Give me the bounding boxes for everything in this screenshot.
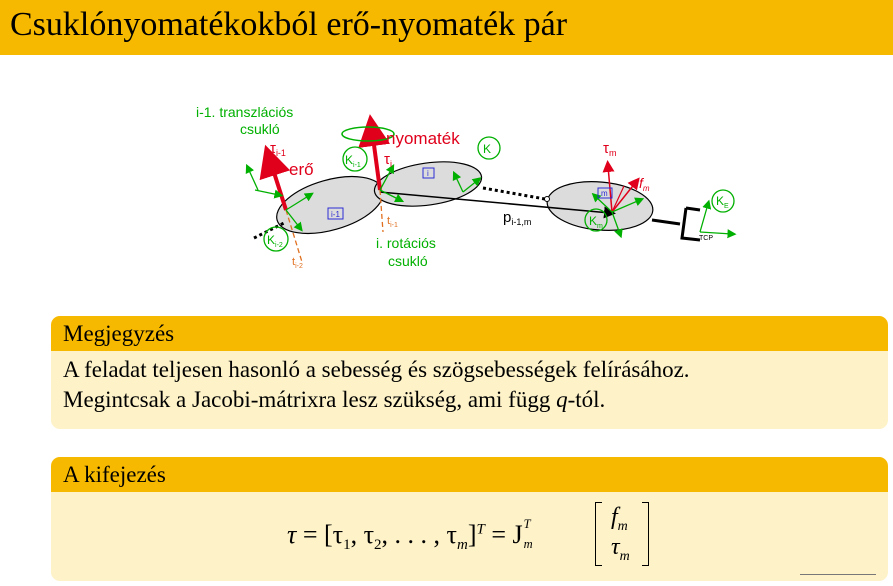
svg-text:Km: Km <box>589 214 603 230</box>
expression-block: A kifejezés <box>51 457 888 581</box>
svg-text:τi: τi <box>384 151 392 169</box>
note-line-1: A feladat teljesen hasonló a sebesség és… <box>63 357 690 382</box>
tcp-label: TCP <box>699 235 713 242</box>
tau-i-label: τ <box>384 151 390 168</box>
tau-m-sub: m <box>609 148 617 158</box>
k-m-sub: m <box>597 223 603 230</box>
t-prev2-label: t <box>292 256 295 268</box>
svg-text:τm: τm <box>603 140 616 158</box>
tau-m-label: τ <box>603 140 609 157</box>
joint-prev-label-2: csukló <box>240 121 280 137</box>
f-m-label: f <box>639 175 645 191</box>
k-prev2-sub: i-2 <box>275 242 283 249</box>
joint-prev-label-1: i-1. transzlációs <box>196 104 293 120</box>
footer-strip <box>800 574 876 583</box>
k-prev2-label: K <box>267 233 275 247</box>
note-body: A feladat teljesen hasonló a sebesség és… <box>51 351 888 415</box>
robot-arm-diagram: i-1. transzlációs csukló τi-1 erő nyomat… <box>196 104 737 270</box>
t-prev-sub: i-1 <box>390 222 398 229</box>
k-prev-sub: i-1 <box>353 162 361 169</box>
svg-text:KE: KE <box>716 194 729 210</box>
link-m-number: m <box>601 189 608 198</box>
force-arrow <box>259 144 291 211</box>
k-prev-label: K <box>345 153 353 167</box>
torque-arrow <box>358 114 390 191</box>
joint-i-label-2: csukló <box>388 253 428 269</box>
t-prev2-sub: i-2 <box>295 263 303 270</box>
svg-text:ti-1: ti-1 <box>387 215 398 229</box>
note-block: Megjegyzés A feladat teljesen hasonló a … <box>51 316 888 429</box>
p-vector-arrow <box>379 191 616 219</box>
f-m-arrow <box>611 177 640 213</box>
force-torque-vector: fm τm <box>595 502 649 566</box>
svg-text:fm: fm <box>639 175 650 193</box>
p-sub: i-1,m <box>511 217 531 227</box>
joint-i-label-1: i. rotációs <box>376 235 436 251</box>
svg-text:Ki-2: Ki-2 <box>267 233 283 249</box>
k-e-sub: E <box>724 203 729 210</box>
link-i-number: i <box>427 169 429 178</box>
note-heading: Megjegyzés <box>51 316 888 351</box>
tau-prev-sub: i-1 <box>276 148 286 158</box>
svg-text:pi-1,m: pi-1,m <box>503 209 531 227</box>
p-label: p <box>503 209 511 226</box>
torque-label: nyomaték <box>386 129 460 148</box>
slide-title: Csuklónyomatékokból erő-nyomaték pár <box>10 6 568 43</box>
svg-text:τi-1: τi-1 <box>270 140 286 158</box>
tau-prev-label: τ <box>270 140 276 157</box>
svg-text:Ki-1: Ki-1 <box>345 153 361 169</box>
k-e-label: K <box>716 194 724 208</box>
note-line-2: Megintcsak a Jacobi-mátrixra lesz szüksé… <box>63 387 606 412</box>
k-i-label: K <box>483 142 491 156</box>
tau-m-arrow <box>602 160 615 213</box>
f-m-sub: m <box>643 184 650 193</box>
link-prev-number: i-1 <box>331 210 340 219</box>
force-label: erő <box>289 160 314 179</box>
title-bar: Csuklónyomatékokból erő-nyomaték pár <box>0 0 893 55</box>
tau-i-sub: i <box>390 159 392 169</box>
k-m-label: K <box>589 214 597 228</box>
expression-heading: A kifejezés <box>51 457 888 492</box>
t-prev-label: t <box>387 215 390 227</box>
svg-text:ti-2: ti-2 <box>292 256 303 270</box>
